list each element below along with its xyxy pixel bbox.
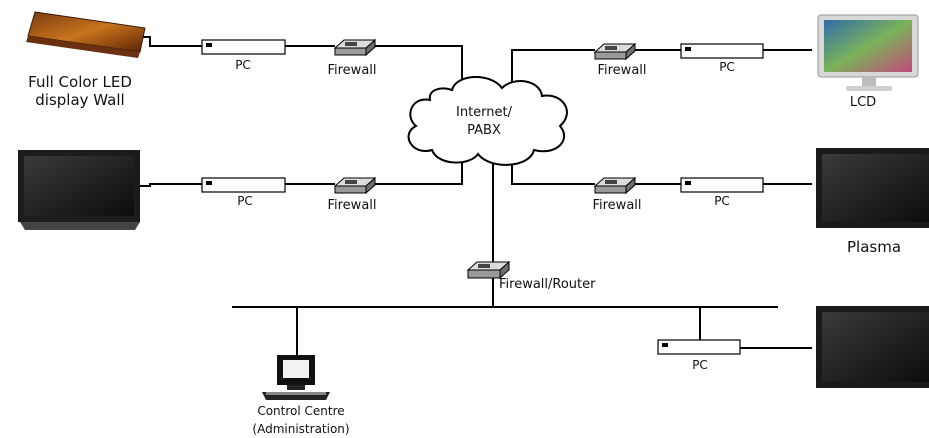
plasma-display-right [816,148,929,228]
pc-label-5: PC [692,358,708,372]
link-firewall2-cloud [375,160,463,185]
pc-box-4 [680,177,764,193]
led-wall-label: Full Color LED display Wall [28,73,132,109]
pc-box-2 [201,177,286,193]
lcd-label: LCD [849,95,877,110]
pc-label-4: PC [714,194,730,208]
pc-label-2: PC [237,194,253,208]
firewall-device-1 [333,38,377,57]
firewall-device-2 [333,176,377,195]
pc-box-1 [201,39,286,55]
firewall-router-label: Firewall/Router [499,277,596,292]
control-centre-computer [262,355,330,400]
firewall-label-1: Firewall [327,63,377,78]
link-firewall1-cloud [375,45,463,88]
link-led-wall [140,36,202,47]
firewall-router-device [466,260,511,280]
plasma-display-bottom-right [816,306,929,388]
lcd-monitor [817,14,919,91]
link-cloud-firewall3 [511,49,595,88]
link-cloud-firewall4 [511,160,595,185]
firewall-label-3: Firewall [597,63,647,78]
cloud-label-line1: Internet/ [456,105,512,120]
control-centre-label: Control Centre (Administration) [252,404,350,436]
pc-box-5 [657,339,741,355]
led-display-wall [26,11,146,58]
link-plasma-left [140,183,202,187]
plasma-display-left [18,150,140,230]
firewall-label-4: Firewall [592,198,642,213]
pc-label-3: PC [719,60,735,74]
pc-box-3 [680,43,764,59]
firewall-device-4 [593,176,637,195]
firewall-device-3 [593,42,637,61]
cloud-label-line2: PABX [467,123,501,138]
pc-label-1: PC [235,58,251,72]
plasma-label: Plasma [846,238,902,256]
firewall-label-2: Firewall [327,198,377,213]
connection-lines [140,36,812,360]
internet-cloud [407,75,568,166]
